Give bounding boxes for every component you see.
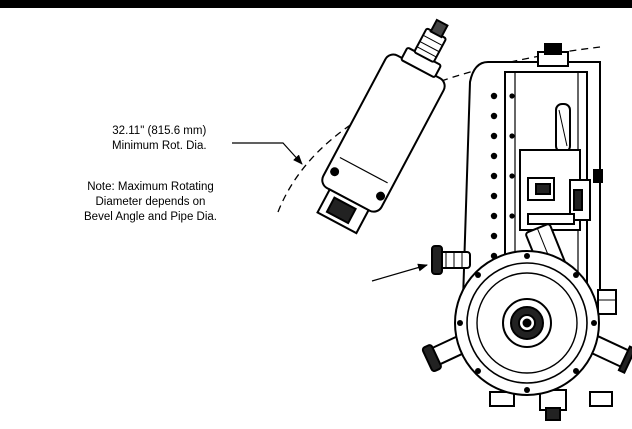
note-text-line-3: Bevel Angle and Pipe Dia. [84,211,217,223]
min-rotation-diameter-label: 32.11" (815.6 mm) Minimum Rot. Dia. [112,124,207,154]
dimension-text-line-1: 32.11" (815.6 mm) [112,125,207,137]
note-text-line-2: Diameter depends on [95,196,206,208]
note-text-line-1: Note: Maximum Rotating [87,181,214,193]
rotation-diameter-arc [277,46,601,213]
rotating-head [421,250,632,421]
head-ring-bolts [457,253,597,393]
top-border-rule [0,0,632,8]
dimension-leader-arrow [232,142,303,165]
knob-leader-arrow [371,263,428,282]
motor-assembly [316,18,449,235]
side-fitting [597,289,617,315]
dimension-text-line-2: Minimum Rot. Dia. [112,140,207,152]
adjustment-knob [431,245,471,275]
max-rotation-note: Note: Maximum Rotating Diameter depends … [84,180,217,225]
